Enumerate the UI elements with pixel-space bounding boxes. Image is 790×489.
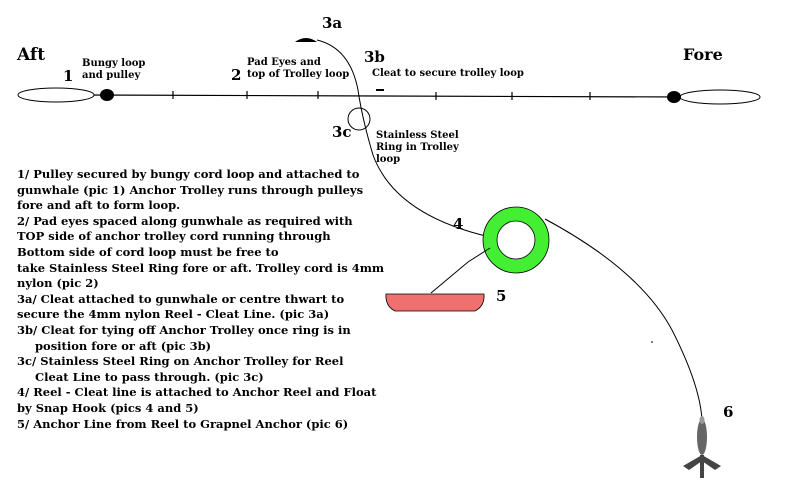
anchor-line — [544, 218, 703, 421]
note-line: take Stainless Steel Ring fore or aft. T… — [17, 260, 385, 275]
note-line: Cleat Line to pass through. (pic 3c) — [35, 369, 264, 384]
note-line: position fore or aft (pic 3b) — [35, 338, 212, 353]
pad-eye-ticks — [172, 91, 591, 100]
aft-bungy-loop — [17, 87, 95, 103]
ring-label: Stainless Steel Ring in Trolley loop — [376, 130, 459, 165]
cleat-label: Cleat to secure trolley loop — [372, 68, 524, 79]
pad-eyes-label: Pad Eyes and top of Trolley loop — [247, 57, 350, 80]
callout-5: 5 — [496, 287, 507, 305]
anchor-reel — [483, 207, 549, 273]
note-line: secure the 4mm nylon Reel - Cleat Line. … — [17, 307, 330, 322]
note-line: 4/ Reel - Cleat line is attached to Anch… — [17, 385, 377, 400]
fore-bungy-loop — [679, 89, 761, 105]
reel-cleat-line — [316, 39, 491, 238]
callout-4: 4 — [453, 215, 464, 233]
note-line: nylon (pic 2) — [17, 276, 99, 291]
aft-pulley — [100, 89, 114, 101]
note-line: TOP side of anchor trolley cord running … — [17, 229, 331, 244]
anchor-reel-outline-inner — [496, 220, 536, 260]
note-line: 1/ Pulley secured by bungy cord loop and… — [17, 167, 360, 181]
note-line: gunwhale (pic 1) Anchor Trolley runs thr… — [17, 182, 364, 197]
callout-2: 2 — [231, 66, 242, 84]
callout-6: 6 — [723, 403, 734, 421]
callout-3b: 3b — [364, 48, 385, 66]
aft-label: Aft — [17, 45, 46, 65]
note-line: Bottom side of cord loop must be free to — [17, 244, 279, 259]
note-line: 3b/ Cleat for tying off Anchor Trolley o… — [17, 322, 351, 337]
note-line: 3c/ Stainless Steel Ring on Anchor Troll… — [17, 354, 344, 369]
bungy-loop-label: Bungy loop and pulley — [82, 58, 146, 81]
note-line: 3a/ Cleat attached to gunwhale or centre… — [17, 291, 345, 306]
note-line: 2/ Pad eyes spaced along gunwhale as req… — [17, 213, 353, 228]
grapnel-anchor — [683, 416, 721, 478]
anchor-reel-outline-outer — [482, 206, 550, 274]
fore-pulley — [667, 91, 681, 103]
note-line: 5/ Anchor Line from Reel to Grapnel Anch… — [17, 416, 349, 431]
callout-1: 1 — [63, 67, 74, 85]
notes-list: 1/ Pulley secured by bungy cord loop and… — [17, 167, 384, 432]
fore-label: Fore — [683, 45, 723, 64]
trolley-line — [79, 94, 686, 98]
callout-3c: 3c — [332, 123, 352, 141]
float — [385, 293, 485, 312]
float-tether — [430, 247, 491, 294]
callout-3a: 3a — [322, 14, 343, 32]
stainless-ring — [347, 107, 371, 131]
cleat-3a — [295, 38, 317, 42]
note-line: fore and aft to form loop. — [17, 198, 181, 213]
note-line: by Snap Hook (pics 4 and 5) — [17, 400, 199, 415]
